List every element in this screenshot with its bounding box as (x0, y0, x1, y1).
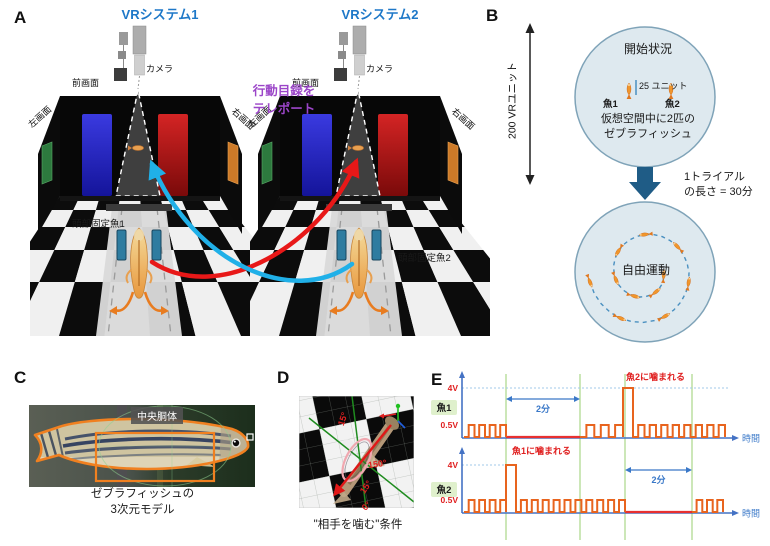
head-fixed-fish (125, 227, 153, 299)
blue-pillar (82, 114, 112, 196)
fish-icon (661, 269, 666, 284)
bite-annotation: 魚2に噛まれる (626, 371, 685, 382)
trial-length-note: 1トライアル の長さ = 30分 (684, 171, 753, 198)
front-screen-label: 前画面 (292, 78, 320, 88)
camera-label: カメラ (146, 64, 174, 74)
fish-icon (626, 82, 632, 99)
fish-icon (615, 243, 625, 257)
fish-icon (648, 288, 661, 299)
panel-d-label: D (277, 368, 290, 387)
front-screen-monitor (114, 68, 127, 81)
transition-arrow (629, 167, 661, 200)
orange-door (227, 141, 239, 185)
fish-icon (668, 82, 674, 99)
start-circle-caption: 仮想空間中に2匹の ゼブラフィッシュ (600, 113, 696, 140)
y-tick-05v: 0.5V (441, 420, 459, 430)
vr-scene-2: カメラ 前画面 左画面 右画面 頭部固定魚2 (246, 24, 490, 336)
camera-icon (334, 25, 367, 90)
left-clamp (116, 229, 127, 261)
swim-trajectory (589, 233, 690, 324)
fish1-name: 魚1 (603, 99, 618, 110)
head-fixed-fish1-label: 頭部固定魚1 (72, 219, 125, 230)
y-tick-4v: 4V (448, 460, 459, 470)
wall-floor-junction (280, 196, 440, 201)
red-pillar (378, 114, 408, 196)
bite-annotation: 魚1に噛まれる (512, 445, 571, 456)
panel-d-caption: "相手を噛む"条件 (313, 519, 403, 531)
interval-label: 2分 (536, 403, 550, 414)
heading-reference-line (351, 396, 367, 508)
y-tick-4v: 4V (448, 383, 459, 393)
front-screen-label: 前画面 (72, 78, 100, 88)
orange-door (447, 141, 459, 185)
fish-icon (657, 313, 671, 322)
fish-icon (612, 313, 627, 321)
tail-motion-arrows (329, 291, 389, 315)
fish-icon (626, 292, 641, 299)
scale-double-arrow (525, 23, 535, 185)
fish-icon (611, 271, 619, 286)
panel-e-label: E (431, 370, 443, 389)
fish-badge (431, 400, 457, 415)
fish-badge-label: 魚2 (437, 484, 452, 496)
fish-icon (673, 242, 685, 254)
free-movement-circle (574, 201, 716, 343)
teleport-note: 行動目録を テレポート (252, 84, 316, 117)
camera-icon (114, 25, 147, 90)
tail-motion-arrows (109, 291, 169, 315)
green-door (261, 141, 273, 185)
red-pillar (158, 114, 188, 196)
virtual-fish-sprite (128, 145, 144, 151)
voltage-waveform (464, 464, 724, 513)
panel-c-label: C (14, 368, 27, 387)
camera-label: カメラ (366, 64, 394, 74)
head-fixed-fish2-label: 頭部固定魚2 (398, 253, 451, 264)
biting-condition-image (299, 396, 414, 508)
zebrafish-photo (33, 417, 250, 471)
right-clamp (371, 229, 382, 261)
fish-icon (585, 273, 593, 288)
axes-gizmo-icon (379, 403, 406, 429)
voltage-waveform (464, 387, 726, 438)
panel-b-label: B (486, 6, 499, 25)
vr-system2-title: VRシステム2 (341, 7, 419, 22)
interval-label: 2分 (651, 474, 665, 485)
blue-pillar (302, 114, 332, 196)
checkerboard-background (299, 396, 414, 508)
free-movement-title: 自由運動 (621, 263, 670, 277)
panel-c-caption: ゼブラフィッシュの 3次元モデル (90, 488, 195, 516)
fish-icon (685, 276, 691, 291)
right-clamp (151, 229, 162, 261)
vr-scene-1: カメラ 前画面 左画面 右画面 頭部固定魚1 (26, 24, 270, 336)
fish2-name: 魚2 (665, 99, 680, 110)
distance-label: 25 ユニット (639, 81, 688, 91)
heading-arrow (333, 424, 392, 497)
y-tick-05v: 0.5V (441, 495, 459, 505)
central-body-box (94, 431, 216, 483)
selection-handle (246, 433, 254, 441)
virtual-fish-sprite (348, 145, 364, 151)
time-axis-label: 時間 (742, 434, 760, 444)
wall-floor-junction (60, 196, 220, 201)
green-door (41, 141, 53, 185)
start-state-title: 開始状況 (623, 42, 672, 56)
vr-system1-title: VRシステム1 (121, 7, 199, 22)
fish-badge-label: 魚1 (437, 402, 453, 414)
vr-units-scale-label: 200 VRユニット (506, 61, 519, 140)
panel-b-graphic (525, 23, 716, 343)
time-axis-label: 時間 (742, 509, 760, 519)
fish-icon (638, 231, 653, 237)
front-screen-monitor (334, 68, 347, 81)
central-body-label: 中央胴体 (131, 407, 183, 424)
fish-badge (431, 482, 457, 497)
left-clamp (336, 229, 347, 261)
panel-a-label: A (14, 8, 27, 27)
